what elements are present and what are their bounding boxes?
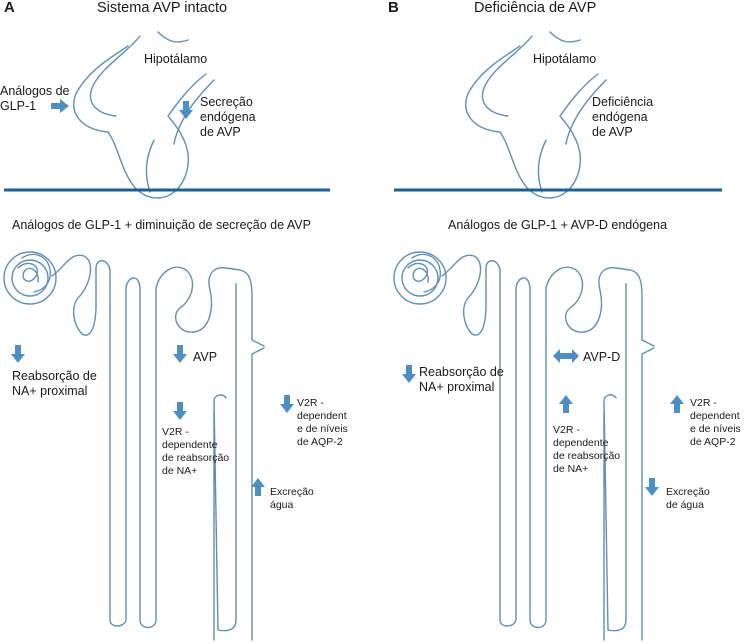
arrow-both-icon <box>553 349 579 363</box>
na-reabsorption-label-b: Reabsorção de NA+ proximal <box>419 365 504 394</box>
water-excretion-label-b: Excreção de água <box>666 486 710 511</box>
water-excretion-label-a: Excreção água <box>270 486 314 511</box>
panel-b-title: Deficiência de AVP <box>474 0 597 16</box>
arrow-down-icon <box>402 365 416 383</box>
secretion-label: Secreção endógena de AVP <box>200 95 256 139</box>
avp-label-b: AVP-D <box>583 350 621 364</box>
arrow-down-icon <box>173 402 187 420</box>
v2r-aqp-label-a: V2R - dependent e de níveis de AQP-2 <box>297 397 348 448</box>
panel-b-subtitle: Análogos de GLP-1 + AVP-D endógena <box>448 218 668 232</box>
arrow-up-icon <box>670 395 684 413</box>
v2r-na-label-a: V2R - dependente de reabsorção de NA+ <box>162 426 230 477</box>
avp-label-a: AVP <box>193 350 218 364</box>
deficiency-label: Deficiência endógena de AVP <box>592 95 654 139</box>
arrow-down-icon <box>11 345 25 363</box>
v2r-na-label-b: V2R - dependente de reabsorção de NA+ <box>553 424 621 475</box>
na-reabsorption-label-a: Reabsorção de NA+ proximal <box>12 369 97 398</box>
arrow-down-icon <box>173 345 187 363</box>
agonists-label: Análogos de GLP-1 <box>0 84 70 113</box>
hypothalamus-label-a: Hipotálamo <box>144 52 208 66</box>
arrow-up-icon <box>559 395 573 413</box>
v2r-aqp-label-b: V2R - dependent e de níveis de AQP-2 <box>690 397 741 448</box>
panel-b-letter: B <box>388 0 399 16</box>
panel-a-title: Sistema AVP intacto <box>97 0 228 16</box>
arrow-down-icon <box>645 478 659 496</box>
hypothalamus-label-b: Hipotálamo <box>533 52 597 66</box>
panel-a-subtitle: Análogos de GLP-1 + diminuição de secreç… <box>12 218 311 232</box>
arrow-down-icon <box>179 101 193 119</box>
arrow-down-icon <box>280 395 294 413</box>
arrow-up-icon <box>251 478 265 496</box>
panel-a-letter: A <box>4 0 15 16</box>
